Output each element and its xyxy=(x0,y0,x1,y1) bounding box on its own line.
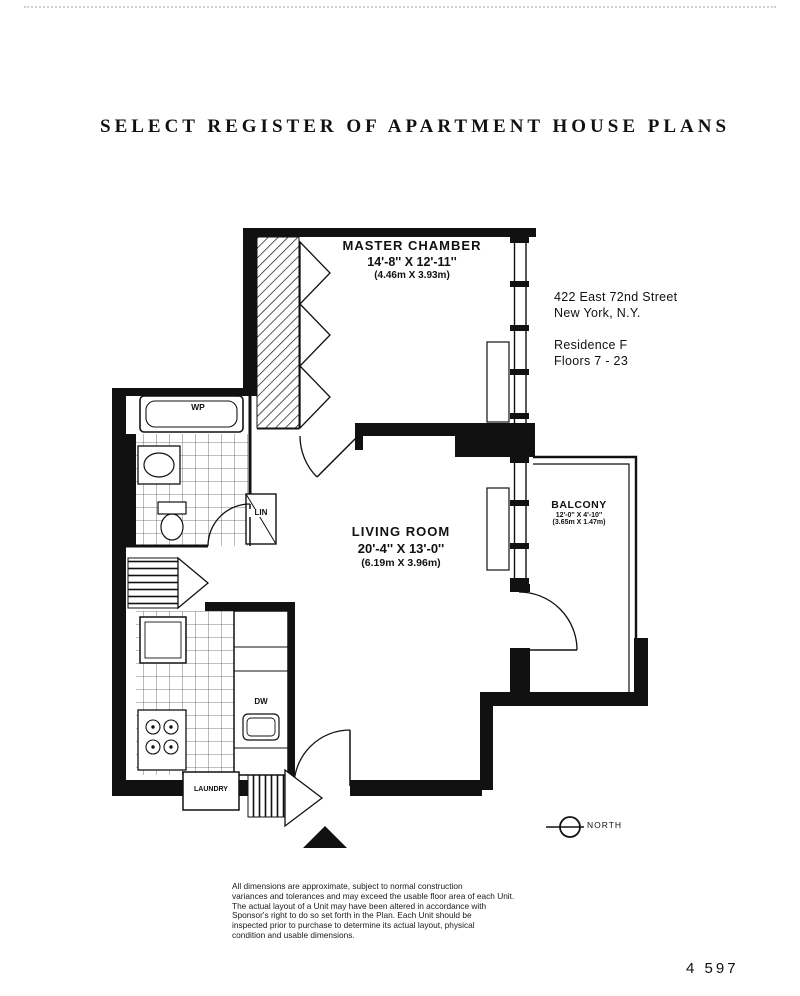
living-room-label: LIVING ROOM 20'-4'' X 13'-0'' (6.19m X 3… xyxy=(316,524,486,569)
balcony-railing-inner xyxy=(533,463,630,692)
disclaimer-line: The actual layout of a Unit may have bee… xyxy=(232,900,487,911)
master-convector-unit xyxy=(486,341,510,423)
wall-bath-inner-west xyxy=(126,434,136,546)
master-door-swing xyxy=(299,435,318,478)
room-dims-ft: 12'-0'' X 4'-10'' xyxy=(555,512,603,519)
page-number: 4 597 xyxy=(686,960,739,977)
wall-master-west xyxy=(243,228,257,395)
whirlpool-label: WP xyxy=(184,403,212,412)
master-window-mullions xyxy=(510,237,529,419)
master-closet-bifold xyxy=(299,240,331,430)
living-window-mullions xyxy=(510,457,529,584)
room-dims-m: (6.19m X 3.96m) xyxy=(361,557,441,569)
burner-dot xyxy=(151,725,155,729)
wall-master-balcony-chunk xyxy=(455,423,535,457)
plan-symbols xyxy=(303,816,584,848)
disclaimer-text: All dimensions are approximate, subject … xyxy=(232,881,522,941)
room-dims-ft: 20'-4'' X 13'-0'' xyxy=(357,541,445,556)
wall-balcony-east xyxy=(634,638,648,706)
wall-bath-north xyxy=(112,388,258,396)
windows xyxy=(510,237,529,584)
toilet-bowl xyxy=(160,513,184,541)
doors xyxy=(177,240,578,828)
wall-south-mid xyxy=(350,780,482,796)
bathtub-inner xyxy=(145,400,238,428)
room-name: LIVING ROOM xyxy=(351,524,451,539)
wall-west-outer xyxy=(112,388,126,794)
disclaimer-line: variances and tolerances and may exceed … xyxy=(232,890,515,901)
balcony-railing xyxy=(533,455,638,692)
disclaimer-line: Sponsor's right to do so set forth in th… xyxy=(232,910,472,921)
north-label: NORTH xyxy=(587,820,623,830)
wall-master-north xyxy=(243,228,536,237)
balcony-label: BALCONY 12'-0'' X 4'-10'' (3.65m X 1.47m… xyxy=(532,499,626,526)
burner-dot xyxy=(169,745,173,749)
bathroom-door-swing xyxy=(207,503,251,547)
building-address: 422 East 72nd Street New York, N.Y. xyxy=(554,289,677,321)
wall-living-north-step xyxy=(355,423,363,450)
burner-dot xyxy=(151,745,155,749)
residence-name: Residence F xyxy=(554,338,628,352)
living-convector-unit xyxy=(486,487,510,571)
wall-kitchen-north xyxy=(205,602,295,611)
bathroom-sink xyxy=(143,452,175,478)
master-chamber-label: MASTER CHAMBER 14'-8'' X 12'-11'' (4.46m… xyxy=(328,238,496,281)
laundry-label: LAUNDRY xyxy=(194,786,228,793)
refrigerator-inner xyxy=(144,621,182,659)
residence-info: Residence F Floors 7 - 23 xyxy=(554,337,628,369)
master-closet-hatch xyxy=(256,236,300,429)
entry-marker-triangle xyxy=(303,826,347,848)
disclaimer-line: condition and usable dimensions. xyxy=(232,929,355,940)
master-door-leaf xyxy=(316,435,359,478)
toilet-tank xyxy=(157,501,187,515)
range xyxy=(137,709,187,771)
burner-dot xyxy=(169,725,173,729)
dishwasher-label: DW xyxy=(246,698,276,706)
balcony-railing-outer xyxy=(533,455,638,692)
residence-floors: Floors 7 - 23 xyxy=(554,354,629,368)
linen-closet-diagonal xyxy=(245,493,277,545)
wall-kitchen-east xyxy=(288,602,295,784)
scan-artifact-line xyxy=(24,6,776,8)
entry-closet-bifold xyxy=(284,768,324,828)
room-name: MASTER CHAMBER xyxy=(342,238,482,253)
hall-shelf-chevron xyxy=(177,556,210,610)
entry-door-swing xyxy=(293,729,351,787)
linen-label: LIN xyxy=(247,509,275,517)
room-dims-m: (3.65m X 1.47m) xyxy=(552,519,606,526)
address-line1: 422 East 72nd Street xyxy=(554,290,678,304)
wall-balcony-south xyxy=(480,692,648,706)
room-dims-ft: 14'-8'' X 12'-11'' xyxy=(367,255,457,269)
page-title: SELECT REGISTER OF APARTMENT HOUSE PLANS xyxy=(100,116,731,137)
room-dims-m: (4.46m X 3.93m) xyxy=(374,270,450,281)
laundry-closet xyxy=(182,771,240,811)
address-line2: New York, N.Y. xyxy=(554,306,641,320)
wall-living-north xyxy=(362,423,455,436)
wall-south-step xyxy=(480,692,493,790)
room-name: BALCONY xyxy=(551,499,607,511)
north-arrow-icon xyxy=(546,816,584,838)
wall-balcony-door-jamb-top xyxy=(510,584,530,592)
fixtures xyxy=(137,341,510,811)
balcony-door-swing xyxy=(518,591,578,651)
wall-balcony-door-jamb-bottom xyxy=(510,648,530,694)
disclaimer-line: All dimensions are approximate, subject … xyxy=(232,881,463,891)
kitchen-sink-inner xyxy=(246,717,276,737)
hall-shelf-hatch xyxy=(127,557,179,609)
disclaimer-line: inspected prior to purchase to determine… xyxy=(232,920,475,931)
kitchen-counter xyxy=(233,610,289,776)
